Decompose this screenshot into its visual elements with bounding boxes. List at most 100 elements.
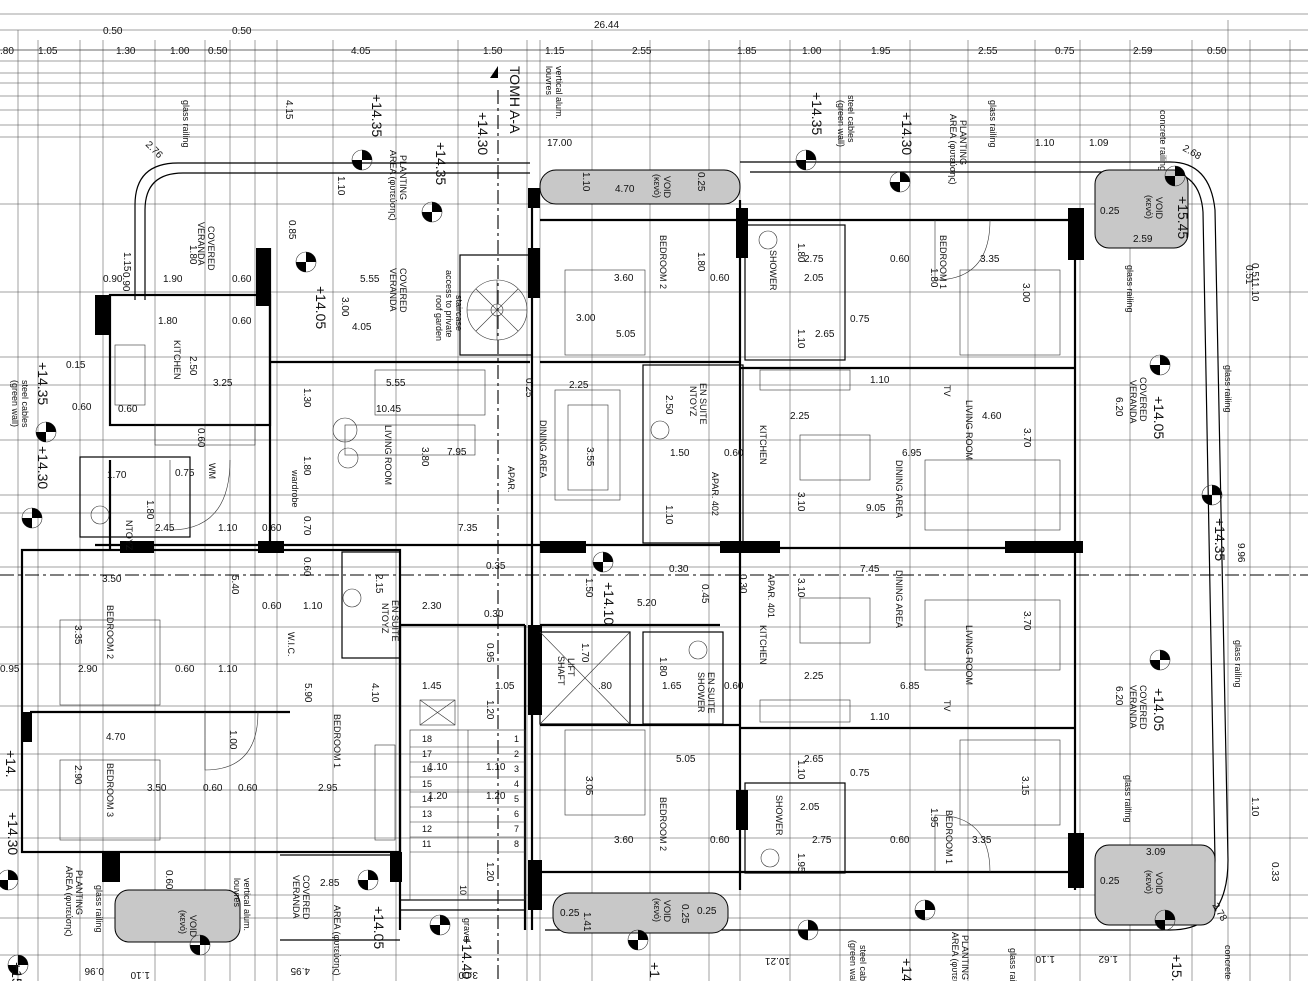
dim: 9.96 (1235, 543, 1246, 563)
green-wall-label: (green wall) (836, 100, 846, 147)
dim: 1.70 (107, 470, 127, 481)
dim-chain-5: 4.05 (351, 46, 371, 57)
dim: 7.35 (458, 523, 478, 534)
stair-step: 13 (422, 809, 432, 819)
dim: 0.51 (1249, 263, 1260, 283)
dim: 2.65 (804, 754, 824, 765)
void-label-gr: (κενό) (1144, 870, 1154, 894)
dim: 3.80 (419, 447, 430, 467)
stair-step: 12 (422, 824, 432, 834)
dim: 0.60 (175, 664, 195, 675)
dim: 4.70 (615, 184, 635, 195)
level-marker (889, 171, 911, 193)
dim: 0.15 (66, 360, 86, 371)
room-ensuite-left: EN SUITE (390, 600, 400, 642)
room-veranda-upper-right: VERANDA (1128, 380, 1138, 424)
dim: 17.00 (547, 138, 572, 149)
lift-label: LIFT (566, 658, 576, 677)
dim: 3.00 (458, 969, 478, 980)
dim: 2.05 (800, 802, 820, 813)
dim: 3.25 (213, 378, 233, 389)
dim-chain-14: 2.59 (1133, 46, 1153, 57)
room-veranda: VERANDA (196, 222, 206, 266)
dim-chain-8: 2.55 (632, 46, 652, 57)
dim: 5.40 (229, 575, 240, 595)
dim: 0.95 (0, 664, 20, 675)
dim: 4.60 (982, 411, 1002, 422)
dim: 1.80 (795, 243, 806, 263)
dim: 1.00 (227, 730, 238, 750)
dim: 0.25 (1100, 876, 1120, 887)
dim: 0.60 (118, 404, 138, 415)
dim: 0.60 (163, 870, 174, 890)
level-label: +14.40 (459, 936, 475, 979)
stair-numbers: 18 17 16 15 14 13 12 11 1 2 3 4 5 6 7 8 … (422, 734, 519, 895)
stair-step: 17 (422, 749, 432, 759)
level-label: +15 (9, 962, 25, 981)
dim: 5.55 (386, 378, 406, 389)
level-markers (0, 149, 1223, 976)
stair-step: 1 (514, 734, 519, 744)
dim: 1.10 (580, 172, 591, 192)
dim: 1.80 (144, 500, 155, 520)
stair-step: 4 (514, 779, 519, 789)
louvres-label-2: louvres (544, 66, 554, 96)
dim: 1.10 (1035, 138, 1055, 149)
voids (114, 169, 1216, 943)
level-label: +14.30 (899, 112, 915, 155)
dim: 3.70 (1021, 428, 1032, 448)
room-dining-upper: DINING AREA (894, 460, 904, 518)
dim-small-1: 0.50 (103, 26, 123, 37)
dim: 0.96 (84, 965, 104, 976)
dim: 1.95 (795, 853, 806, 873)
dim: 1.20 (486, 791, 506, 802)
level-marker (21, 507, 43, 529)
grid-lines (0, 13, 1308, 981)
section-axes (0, 90, 1308, 981)
dim-chain-11: 1.95 (871, 46, 891, 57)
level-marker (797, 919, 819, 941)
dim-chain-2: 1.30 (116, 46, 136, 57)
void-label: VOID (1154, 197, 1164, 220)
dim: 1.50 (670, 448, 690, 459)
room-wic: W.I.C. (286, 632, 296, 657)
dim: 0.25 (697, 906, 717, 917)
void-top-right (1094, 169, 1189, 249)
level-marker (295, 251, 317, 273)
dim: 1.20 (428, 791, 448, 802)
dim: 1.10 (663, 505, 674, 525)
room-ntoyz-upper: NTOYZ (688, 386, 698, 417)
level-label: +14.35 (35, 362, 51, 405)
dim: 3.09 (1146, 847, 1166, 858)
dim: 0.60 (232, 274, 252, 285)
dim-total: 26.44 (594, 20, 619, 31)
dim: 2.90 (72, 765, 83, 785)
dim: 1.80 (928, 268, 939, 288)
dim: 0.25 (523, 378, 534, 398)
void-label-gr: (κενό) (652, 898, 662, 922)
dim-small-2: 0.50 (232, 26, 252, 37)
level-label: +14.05 (313, 286, 329, 329)
dim: 0.60 (72, 402, 92, 413)
dim: 0.35 (486, 561, 506, 572)
planting-bottom-left: PLANTING (74, 870, 84, 915)
stair-step: 14 (422, 794, 432, 804)
room-veranda-lower-right: VERANDA (1128, 685, 1138, 729)
dim: 4.05 (352, 322, 372, 333)
glass-railing-label: glass railing (1123, 775, 1133, 823)
tv-upper: TV (942, 385, 952, 397)
dim-chain-4: 0.50 (208, 46, 228, 57)
room-ntoyz: NTOYZ (124, 520, 134, 551)
dim: 0.60 (232, 316, 252, 327)
dim: 1.10 (870, 375, 890, 386)
planting-upper-right: PLANTING (958, 120, 968, 165)
green-wall-label: (green wall) (10, 380, 20, 427)
room-bedroom1-lower: BEDROOM 1 (944, 810, 954, 864)
room-living: LIVING ROOM (383, 425, 393, 485)
dim: 1.80 (301, 456, 312, 476)
dim: 1.10 (218, 523, 238, 534)
level-marker (1164, 165, 1186, 187)
dim: 2.75 (804, 254, 824, 265)
glass-railing-label: glass railing (1125, 265, 1135, 313)
dim: 0.95 (484, 643, 495, 663)
